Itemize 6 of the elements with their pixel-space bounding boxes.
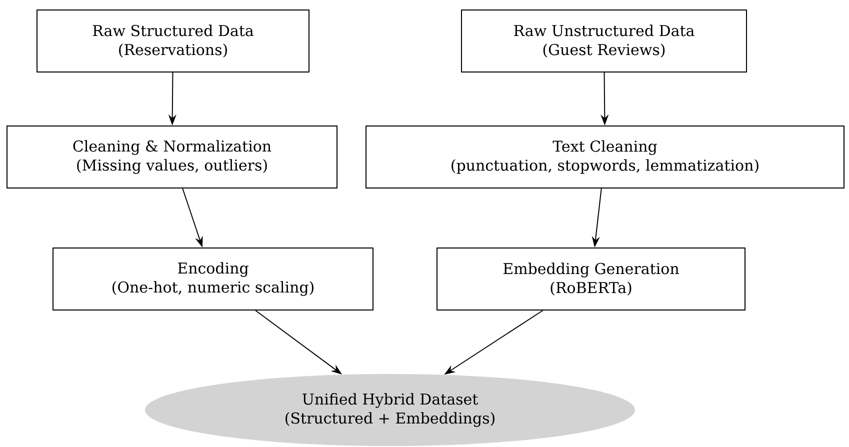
process-box: Embedding Generation (RoBERTa) [436,248,746,310]
process-box: Text Cleaning (punctuation, stopwords, lemmatization) [366,126,844,188]
process-box: Encoding (One-hot, numeric scaling) [52,248,374,310]
process-box: Raw Structured Data (Reservations) [36,10,310,72]
process-box: Raw Unstructured Data (Guest Reviews) [461,10,747,72]
process-box: Cleaning & Normalization (Missing values, outliers) [6,126,338,188]
